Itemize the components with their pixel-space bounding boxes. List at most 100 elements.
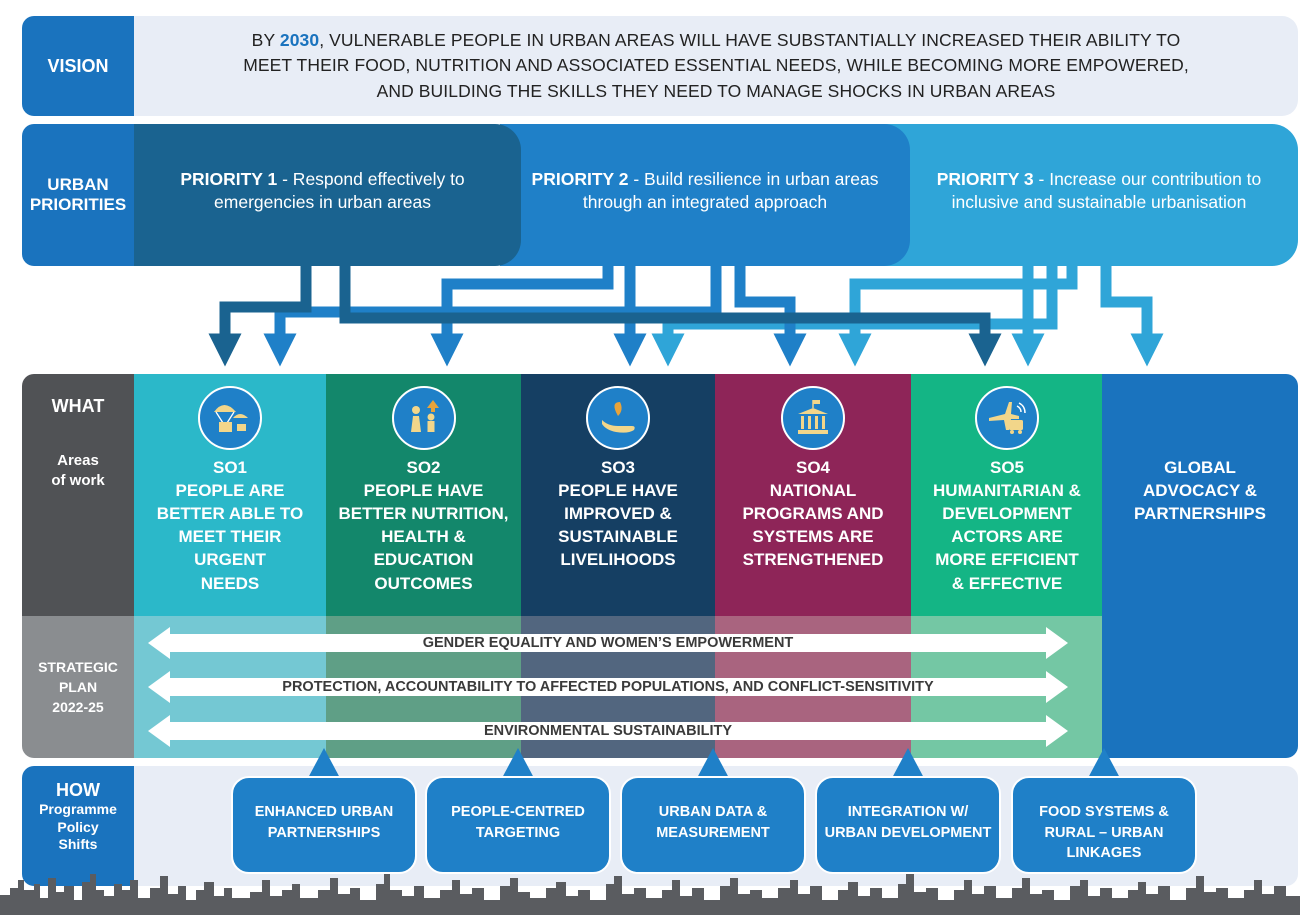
so1-line-3: MEET THEIR [178,527,282,547]
global-line-2: ADVOCACY & [1143,481,1257,501]
city-skyline-icon [0,874,1300,915]
areas-text: Areas [57,452,99,469]
shift-5-line-3: LINKAGES [1066,845,1142,862]
so2-text: SO2 PEOPLE HAVE BETTER NUTRITION, HEALTH… [330,456,517,595]
shift-3-line-2: MEASUREMENT [656,824,770,841]
cross-cutting-gender: GENDER EQUALITY AND WOMEN’S EMPOWERMENT [148,627,1068,659]
shift-5-line-1: FOOD SYSTEMS & [1039,804,1169,820]
so1-code: SO1 [212,458,248,477]
shifts-text: Shifts [58,836,98,852]
so5-line-4: MORE EFFICIENT [935,550,1079,570]
so4-text: SO4 NATIONAL PROGRAMS AND SYSTEMS ARE ST… [719,456,907,572]
how-label-text: HOW [56,780,100,800]
so3-line-4: LIVELIHOODS [560,550,676,570]
areas-of-work-label: Areas of work [51,451,104,492]
parachute-aid-icon [198,386,262,450]
p2-to-so4 [734,262,807,367]
what-label-text: WHAT [51,396,105,416]
so4-line-1: NATIONAL [769,481,857,501]
priorities-label-text: PRIORITIES [29,195,127,214]
cross-cutting-environment: ENVIRONMENTAL SUSTAINABILITY [148,715,1068,747]
so3-text: SO3 PEOPLE HAVE IMPROVED & SUSTAINABLE L… [525,456,711,572]
shift-4-line-1: INTEGRATION W/ [847,804,969,820]
p2-to-so1 [263,262,722,367]
shift-1-line-2: PARTNERSHIPS [267,824,381,841]
so4-code: SO4 [795,458,831,477]
shift-5-line-2: RURAL – URBAN [1044,824,1164,841]
of-work-text: of work [51,472,105,490]
global-line-3: PARTNERSHIPS [1134,504,1266,524]
double-arrow-icon [148,671,1068,703]
cross-cutting-protection: PROTECTION, ACCOUNTABILITY TO AFFECTED P… [148,671,1068,703]
double-arrow-icon [148,627,1068,659]
priority-3-text: - Increase our contribution to inclusive… [951,169,1262,213]
so4-line-2: PROGRAMS AND [742,504,884,524]
vision-body: , VULNERABLE PEOPLE IN URBAN AREAS WILL … [243,29,1189,101]
so2-line-2: BETTER NUTRITION, [338,504,509,524]
urban-label-text: URBAN [47,174,109,194]
priority-1-text: - Respond effectively to emergencies in … [214,169,465,213]
priority-connectors [208,262,1164,367]
so5-text: SO5 HUMANITARIAN & DEVELOPMENT ACTORS AR… [915,456,1099,595]
so4-line-4: STRENGTHENED [742,550,884,570]
priority-1-label: PRIORITY 1 [180,169,278,189]
double-arrow-icon [148,715,1068,747]
vision-statement: BY 2030, VULNERABLE PEOPLE IN URBAN AREA… [236,28,1196,104]
urban-priorities-label: URBAN PRIORITIES [22,124,134,266]
bubble-pointer [697,748,729,778]
so3-line-1: PEOPLE HAVE [558,481,678,501]
cross-cutting-protection-text: PROTECTION, ACCOUNTABILITY TO AFFECTED P… [282,679,934,695]
plan-text: PLAN [58,678,98,695]
p2-to-so2 [430,262,614,367]
policy-text: Policy [57,818,99,835]
priority-2-text: - Build resilience in urban areas throug… [582,169,879,213]
so5-line-1: HUMANITARIAN & [933,481,1081,501]
so1-line-1: PEOPLE ARE [175,481,285,501]
bubble-pointer [502,748,534,778]
strategic-text: STRATEGIC [38,658,118,675]
plane-truck-icon [975,386,1039,450]
p3-to-global [1100,262,1164,367]
so3-line-2: IMPROVED & [564,504,672,524]
government-building-icon [781,386,845,450]
so2-line-5: OUTCOMES [374,573,473,593]
so5-code: SO5 [989,458,1025,477]
shift-2-line-1: PEOPLE-CENTRED [451,804,585,820]
bubble-pointer [1088,748,1120,778]
so4-line-3: SYSTEMS ARE [752,527,874,547]
vision-statement-box: BY 2030, VULNERABLE PEOPLE IN URBAN AREA… [134,16,1298,116]
what-label: WHAT Areas of work [22,374,134,616]
so2-line-4: EDUCATION [373,550,474,570]
seedling-hand-icon [586,386,650,450]
vision-by: BY [251,29,280,50]
priority-2-label: PRIORITY 2 [531,169,629,189]
so3-line-3: SUSTAINABLE [558,527,678,547]
shift-food-systems-rural-urban: FOOD SYSTEMS & RURAL – URBAN LINKAGES [1011,776,1197,874]
priority-3-label: PRIORITY 3 [936,169,1034,189]
shift-3-line-1: URBAN DATA & [658,804,768,820]
so2-line-3: HEALTH & [381,527,466,547]
so1-line-2: BETTER ABLE TO [156,504,304,524]
so1-text: SO1 PEOPLE ARE BETTER ABLE TO MEET THEIR… [138,456,322,595]
priority-3-box: PRIORITY 3 - Increase our contribution t… [850,124,1298,266]
priority-2-box: PRIORITY 2 - Build resilience in urban a… [500,124,910,266]
bubble-pointer [308,748,340,778]
shift-1-line-1: ENHANCED URBAN [254,804,394,820]
vision-year: 2030 [279,29,320,50]
global-line-1: GLOBAL [1164,458,1236,477]
programme-text: Programme [39,801,117,817]
so2-line-1: PEOPLE HAVE [363,481,484,501]
p1-to-so1 [208,262,312,367]
shift-4-line-2: URBAN DEVELOPMENT [824,824,992,841]
so5-line-5: & EFFECTIVE [951,573,1063,593]
p1-to-so5 [339,262,1002,367]
bubble-pointer [892,748,924,778]
so1-line-4: URGENT [194,550,266,570]
shift-enhanced-urban-partnerships: ENHANCED URBAN PARTNERSHIPS [231,776,417,874]
so3-code: SO3 [600,458,636,477]
global-advocacy-text: GLOBAL ADVOCACY & PARTNERSHIPS [1102,456,1298,525]
cross-cutting-environment-text: ENVIRONMENTAL SUSTAINABILITY [483,723,733,739]
so5-line-2: DEVELOPMENT [942,504,1072,524]
how-label: HOW Programme Policy Shifts [22,766,134,886]
